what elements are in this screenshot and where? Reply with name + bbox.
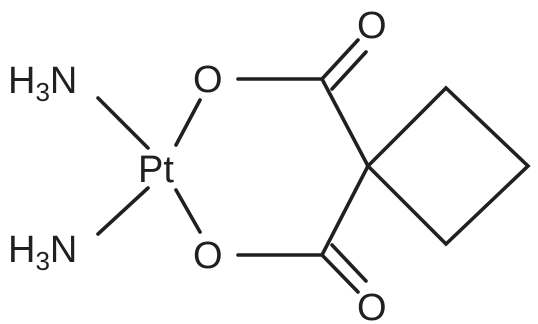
bonds	[96, 38, 531, 294]
bond-c-top-spiro	[320, 77, 370, 168]
atom-labels: H3N H3N Pt O O O O	[8, 5, 387, 324]
bond-nh3-top-pt	[96, 96, 150, 150]
platinum-label: Pt	[138, 149, 174, 191]
bond-nh3-bottom-pt	[96, 186, 150, 236]
bond-carbonyl-bottom-1	[320, 253, 360, 294]
cyclobutane-ring	[365, 85, 531, 247]
oxygen-carbonyl-bottom-label: O	[357, 287, 387, 324]
bond-pt-o-top	[174, 98, 202, 147]
bond-pt-o-bottom	[174, 188, 202, 234]
oxygen-ring-top-label: O	[193, 59, 223, 101]
bond-carbonyl-top-1	[320, 38, 360, 81]
amine-bottom-label: H3N	[8, 229, 77, 276]
oxygen-carbonyl-top-label: O	[357, 5, 387, 47]
bond-c-bottom-spiro	[320, 164, 370, 257]
bond-carbonyl-top-2	[330, 50, 368, 91]
oxygen-ring-bottom-label: O	[193, 235, 223, 277]
amine-top-label: H3N	[8, 60, 77, 107]
bond-carbonyl-bottom-2	[330, 243, 368, 283]
